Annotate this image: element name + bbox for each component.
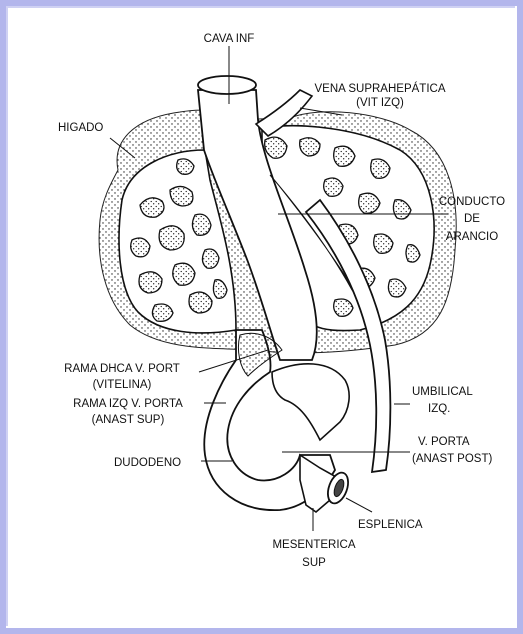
label-anast-sup: (ANAST SUP) [92,414,165,426]
label-rama-dhca: RAMA DHCA V. PORT [64,363,180,375]
label-anast-post: (ANAST POST) [412,453,492,465]
label-conducto: CONDUCTO [439,196,505,208]
cava-inf-opening [198,76,256,94]
label-sup: SUP [302,557,326,569]
label-esplenica: ESPLENICA [358,519,423,531]
label-rama-izq: RAMA IZQ V. PORTA [73,398,183,410]
label-arancio: ARANCIO [446,231,498,243]
portal-inner-loop [272,364,349,440]
label-vena-suprahepatica: VENA SUPRAHEPÁTICA [314,82,445,95]
label-izq: IZQ. [428,403,450,415]
label-cava-inf: CAVA INF [204,33,255,45]
label-vitelina: (VITELINA) [93,379,152,391]
label-dudodeno: DUDODENO [114,457,181,469]
label-de: DE [464,213,480,225]
label-umbilical: UMBILICAL [412,386,473,398]
label-higado: HIGADO [58,122,103,134]
label-mesenterica: MESENTERICA [272,539,355,551]
label-v-porta: V. PORTA [418,436,470,448]
label-vit-izq: (VIT IZQ) [356,97,404,109]
